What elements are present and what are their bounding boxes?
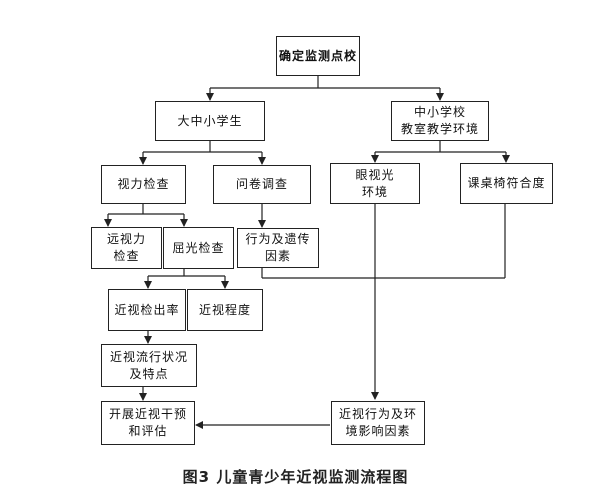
node-desk-chair-fit: 课桌椅符合度 xyxy=(460,163,553,204)
node-vision-check: 视力检查 xyxy=(101,165,186,204)
node-students: 大中小学生 xyxy=(155,101,265,141)
node-myopia-degree: 近视程度 xyxy=(187,289,263,331)
node-classroom-env: 中小学校 教室教学环境 xyxy=(391,101,489,141)
node-root: 确定监测点校 xyxy=(276,36,360,76)
node-prevalence: 近视流行状况 及特点 xyxy=(101,344,197,387)
node-myopia-rate: 近视检出率 xyxy=(108,289,186,331)
node-behavior-genetic: 行为及遗传 因素 xyxy=(237,228,319,268)
node-env-factors: 近视行为及环 境影响因素 xyxy=(331,401,425,445)
node-distance-vision: 远视力 检查 xyxy=(91,227,162,269)
node-refraction: 屈光检查 xyxy=(163,227,234,269)
node-questionnaire: 问卷调查 xyxy=(213,165,311,204)
node-intervention: 开展近视干预 和评估 xyxy=(101,401,195,445)
node-eye-light-env: 眼视光 环境 xyxy=(330,163,420,204)
figure-caption: 图3 儿童青少年近视监测流程图 xyxy=(182,468,409,486)
